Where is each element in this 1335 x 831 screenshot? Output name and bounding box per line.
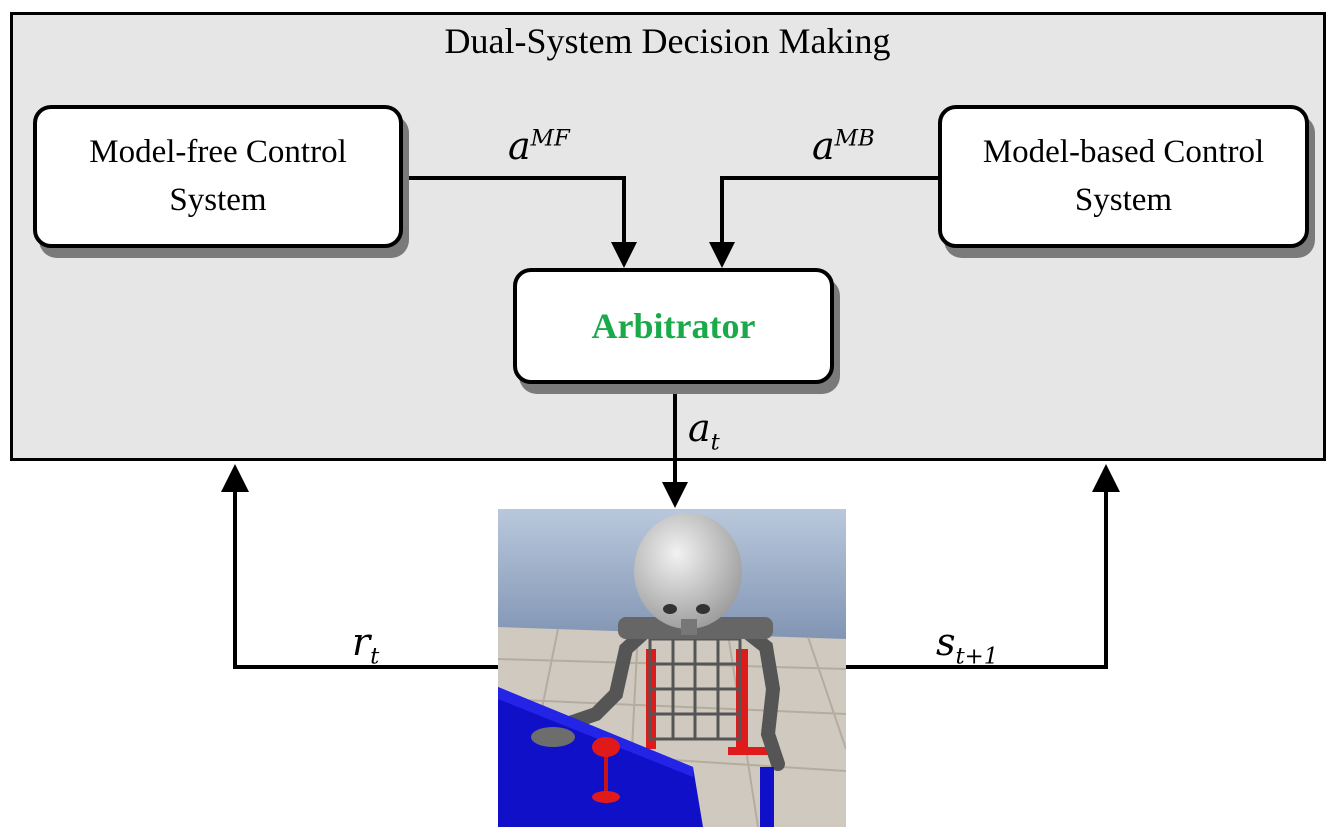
arbitrator-box: Arbitrator: [513, 268, 834, 384]
model-free-label-line1: Model-free Control: [89, 133, 347, 170]
diagram-title: Dual-System Decision Making: [444, 21, 891, 61]
arrow-mb-to-arbitrator: [720, 176, 938, 255]
arrowhead-rt: [221, 464, 249, 492]
label-a-t: at: [688, 406, 720, 456]
arbitrator-label: Arbitrator: [591, 305, 756, 346]
label-r-t: rt: [352, 620, 380, 670]
label-s-t1: st+1: [936, 620, 999, 670]
model-based-label-line2: System: [1074, 181, 1173, 218]
arrow-mf-to-arbitrator: [403, 176, 626, 255]
arrowhead-mb: [709, 242, 735, 268]
label-a-mb: aMB: [812, 124, 875, 168]
arrowhead-mf: [611, 242, 637, 268]
arrow-reward-feedback: [233, 490, 498, 669]
model-based-label-line1: Model-based Control: [982, 133, 1265, 170]
arrow-state-feedback: [846, 490, 1108, 669]
arrowhead-at: [662, 482, 688, 508]
model-free-label-line2: System: [169, 181, 267, 218]
label-a-mf: aMF: [508, 124, 570, 168]
arrowhead-st: [1092, 464, 1120, 492]
robot-environment-image: [498, 509, 846, 827]
